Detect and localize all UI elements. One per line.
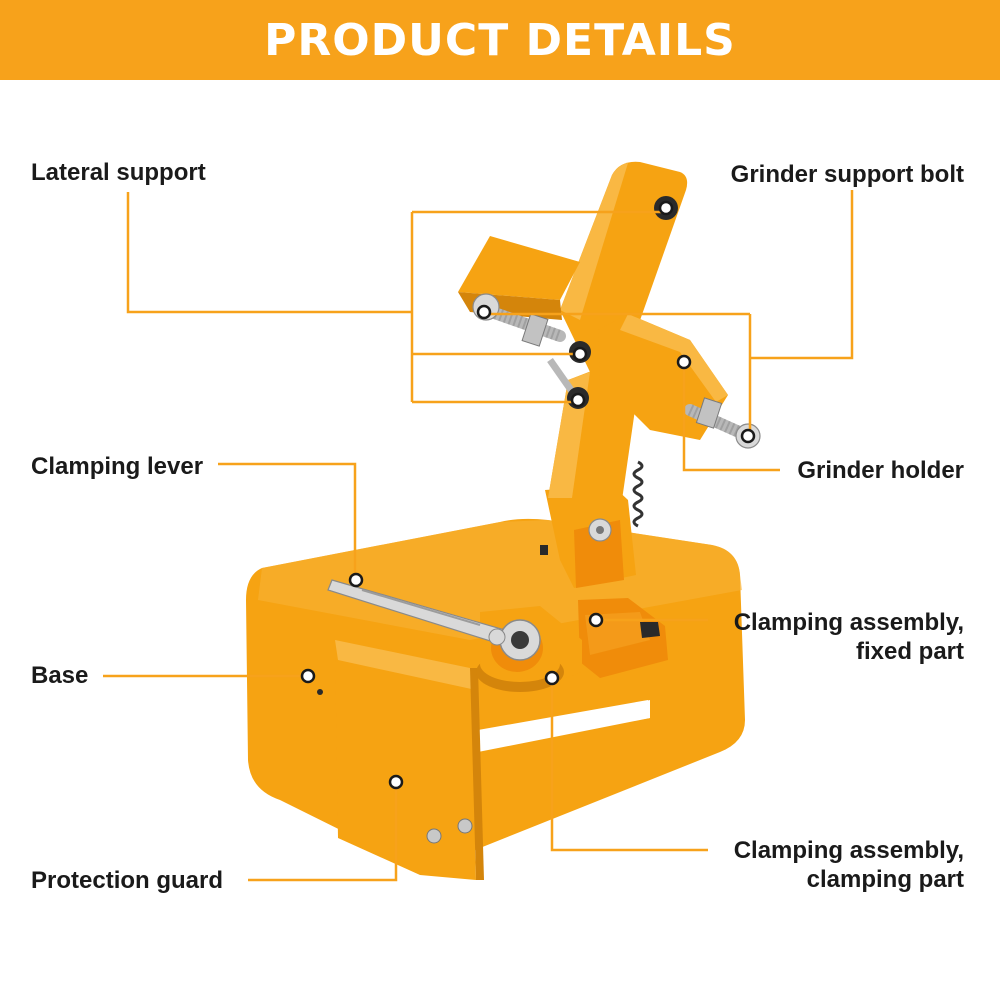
dot-bolt-right [740, 428, 756, 444]
label-lateral-support: Lateral support [31, 159, 206, 186]
dot-lateral-mid [572, 346, 588, 362]
dot-clamping-fixed [588, 612, 604, 628]
dot-protection-guard [388, 774, 404, 790]
lateral-support-arm [458, 161, 688, 372]
dot-bolt-left [476, 304, 492, 320]
pivot-hinge [540, 460, 644, 588]
label-clamping-fixed-line1: Clamping assembly, [733, 609, 964, 636]
label-base: Base [31, 662, 89, 689]
dot-base [300, 668, 316, 684]
label-clamping-part-line2: clamping part [806, 866, 964, 893]
dot-clamping-lever [348, 572, 364, 588]
page-title: PRODUCT DETAILS [264, 14, 736, 66]
dot-grinder-holder [676, 354, 692, 370]
label-protection-guard: Protection guard [31, 867, 224, 894]
leader-dots [300, 200, 756, 790]
label-clamping-lever: Clamping lever [31, 453, 204, 480]
leader-lines [103, 190, 854, 882]
label-grinder-support-bolt: Grinder support bolt [730, 161, 964, 188]
clamping-lever-arm [327, 579, 541, 661]
dot-lateral-low [570, 392, 586, 408]
protection-guard [317, 638, 484, 880]
dot-clamping-part [544, 670, 560, 686]
header-banner: PRODUCT DETAILS [0, 0, 1000, 80]
dot-grinder-support-top [658, 200, 674, 216]
label-grinder-holder: Grinder holder [797, 457, 964, 484]
label-clamping-fixed-line2: fixed part [855, 638, 964, 665]
label-clamping-part-line1: Clamping assembly, [733, 837, 964, 864]
